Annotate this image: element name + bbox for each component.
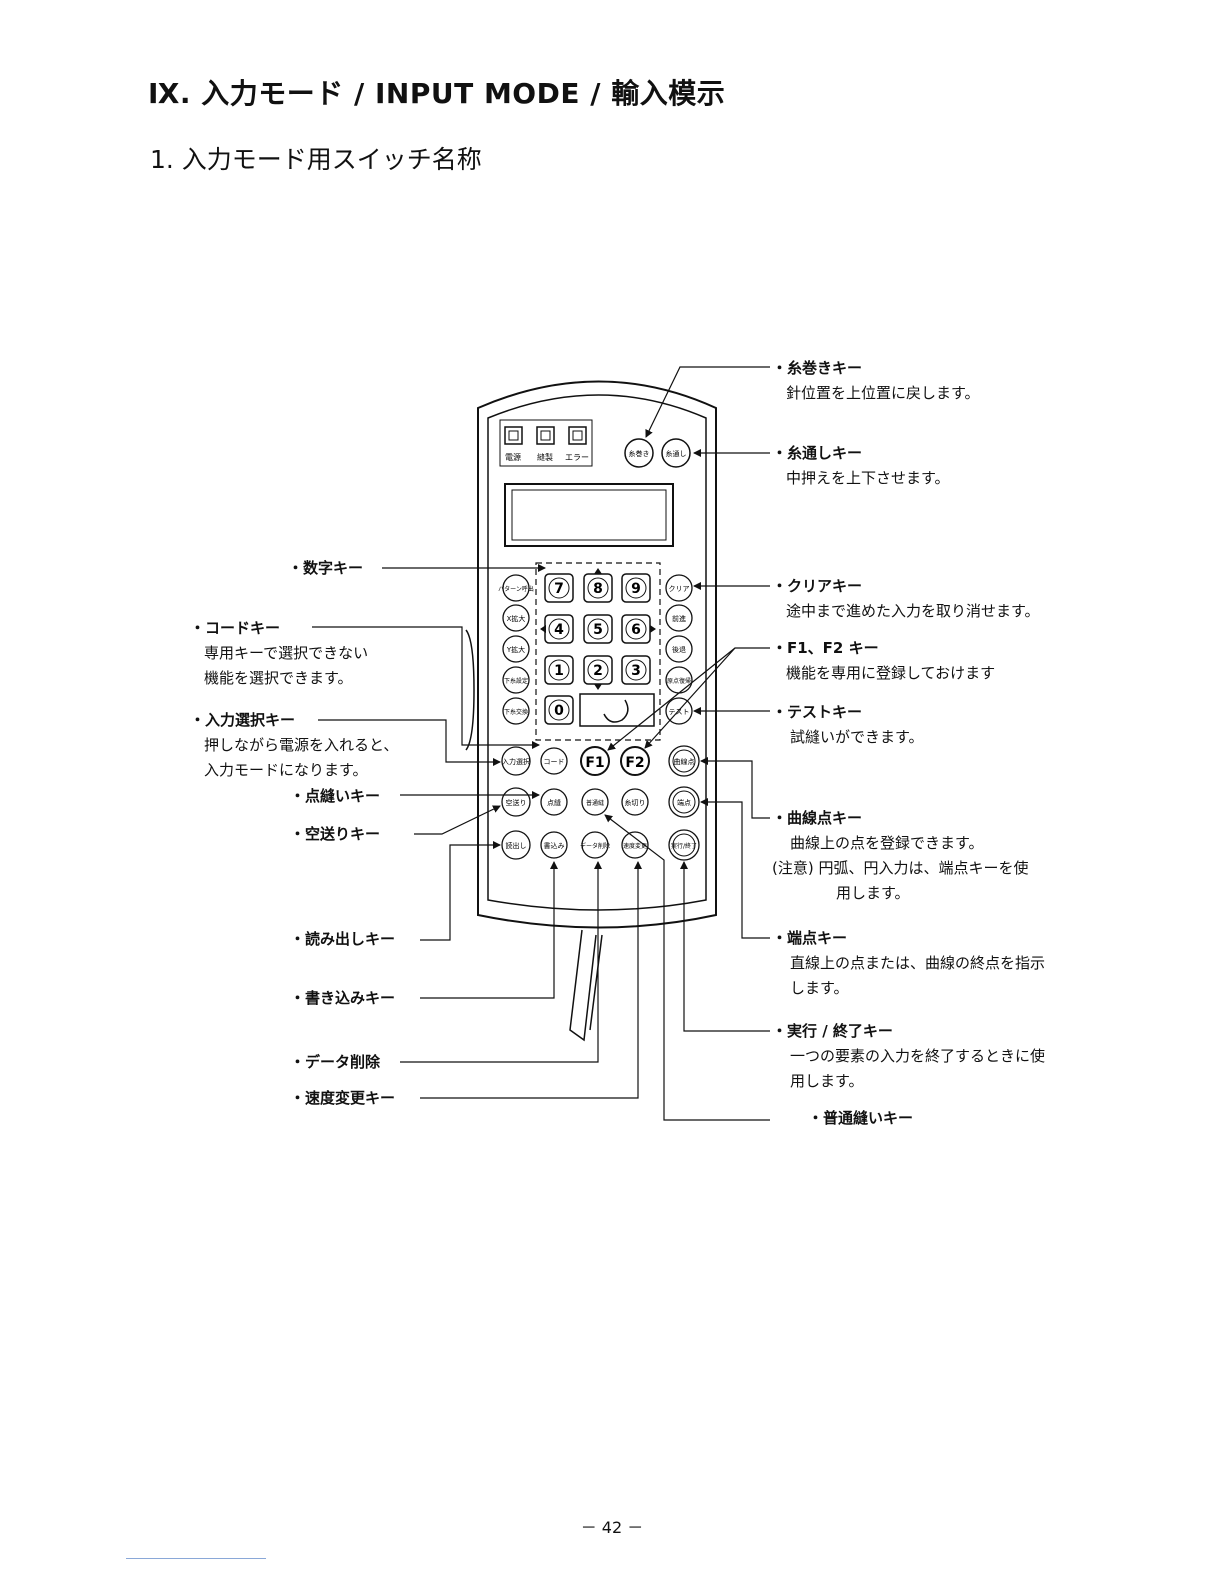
left-keys: パターン呼出 X拡大 Y拡大 下糸設定 下糸交換 xyxy=(498,574,534,725)
svg-text:0: 0 xyxy=(554,703,564,719)
callout-curve-point-key: ・曲線点キー 曲線上の点を登録できます。 (注意) 円弧、円入力は、端点キーを使… xyxy=(772,809,1029,902)
svg-text:曲線点: 曲線点 xyxy=(674,757,695,766)
svg-text:3: 3 xyxy=(631,663,641,679)
page-title: Ⅸ. 入力モード / INPUT MODE / 輸入模示 xyxy=(148,77,726,110)
svg-text:Y拡大: Y拡大 xyxy=(506,645,525,654)
callout-execute-key: ・実行 / 終了キー 一つの要素の入力を終了するときに使 用します。 xyxy=(772,1022,1046,1090)
svg-text:糸巻き: 糸巻き xyxy=(629,449,650,458)
number-keys: 7 8 9 4 5 6 1 2 3 0 xyxy=(544,573,651,725)
svg-text:8: 8 xyxy=(593,581,603,597)
callout-input-select-key: ・入力選択キー 押しながら電源を入れると、 入力モードになります。 xyxy=(190,711,399,779)
indicator-label: エラー xyxy=(565,453,589,462)
threading-key xyxy=(661,438,691,468)
svg-text:書込み: 書込み xyxy=(544,841,565,850)
bobbin-wind-key xyxy=(624,438,654,468)
right-keys: クリア 前進 後退 原点復帰 テスト xyxy=(665,574,693,725)
indicator-sewing xyxy=(536,426,555,445)
callout-threading-key: ・糸通しキー 中押えを上下させます。 xyxy=(772,444,950,487)
svg-text:糸切り: 糸切り xyxy=(625,798,646,807)
svg-text:クリア: クリア xyxy=(669,585,690,593)
indicator-label: 縫製 xyxy=(537,452,553,462)
svg-text:F1: F1 xyxy=(585,755,604,771)
function-row-1: 入力選択 コード F1 F2 曲線点 xyxy=(501,745,700,777)
svg-text:点縫: 点縫 xyxy=(547,798,561,807)
svg-text:5: 5 xyxy=(593,622,603,638)
svg-text:空送り: 空送り xyxy=(506,798,527,807)
indicator-power xyxy=(504,426,523,445)
callout-speed-change-key: ・速度変更キー xyxy=(290,1089,396,1107)
device-cable xyxy=(569,929,597,1042)
svg-text:4: 4 xyxy=(554,622,564,638)
svg-text:普通縫: 普通縫 xyxy=(586,799,604,807)
lcd-display xyxy=(504,483,674,547)
footer-rule xyxy=(126,1558,266,1559)
svg-text:9: 9 xyxy=(631,581,641,597)
svg-text:糸通し: 糸通し xyxy=(666,449,687,458)
callout-write-key: ・書き込みキー xyxy=(290,989,396,1007)
svg-text:コード: コード xyxy=(544,758,565,766)
callout-point-sew-key: ・点縫いキー xyxy=(290,787,381,805)
svg-text:端点: 端点 xyxy=(677,798,691,807)
section-heading: 1. 入力モード用スイッチ名称 xyxy=(150,145,482,174)
svg-text:下糸設定: 下糸設定 xyxy=(504,677,528,685)
callout-bobbin-key: ・糸巻きキー 針位置を上位置に戻します。 xyxy=(772,359,980,402)
svg-text:1: 1 xyxy=(554,663,564,679)
svg-text:7: 7 xyxy=(554,581,564,597)
svg-text:6: 6 xyxy=(631,622,641,638)
function-row-2: 空送り 点縫 普通縫 糸切り 端点 xyxy=(501,786,700,818)
svg-text:2: 2 xyxy=(593,663,603,679)
callout-f-keys: ・F1、F2 キー 機能を専用に登録しておけます xyxy=(772,639,996,682)
callout-clear-key: ・クリアキー 途中まで進めた入力を取り消せます。 xyxy=(772,577,1040,620)
svg-text:実行/終了: 実行/終了 xyxy=(671,842,697,850)
svg-text:下糸交換: 下糸交換 xyxy=(504,708,528,716)
svg-text:テスト: テスト xyxy=(669,708,690,716)
leader-lines xyxy=(312,366,770,1121)
callout-end-point-key: ・端点キー 直線上の点または、曲線の終点を指示 します。 xyxy=(772,929,1046,997)
svg-text:速度変更: 速度変更 xyxy=(623,842,647,850)
callout-normal-sew-key: ・普通縫いキー xyxy=(808,1109,914,1127)
svg-text:原点復帰: 原点復帰 xyxy=(667,677,691,685)
svg-text:X拡大: X拡大 xyxy=(507,614,526,623)
numeric-key-area xyxy=(535,562,661,741)
indicator-error xyxy=(568,426,587,445)
svg-text:後退: 後退 xyxy=(672,645,686,654)
callout-feed-key: ・空送りキー xyxy=(290,825,381,843)
svg-text:パターン呼出: パターン呼出 xyxy=(498,585,534,593)
callout-read-key: ・読み出しキー xyxy=(290,930,396,948)
callout-data-delete-key: ・データ削除 xyxy=(290,1053,381,1071)
indicator-label: 電源 xyxy=(505,453,521,462)
svg-text:入力選択: 入力選択 xyxy=(502,757,530,766)
svg-text:読出し: 読出し xyxy=(506,841,527,850)
svg-text:F2: F2 xyxy=(625,755,644,771)
device-body xyxy=(477,380,717,929)
callout-code-key: ・コードキー 専用キーで選択できない 機能を選択できます。 xyxy=(190,619,369,687)
page-number: － 42 － xyxy=(580,1518,644,1537)
callout-numeric-keys: ・数字キー xyxy=(288,559,364,577)
svg-text:前進: 前進 xyxy=(672,614,686,623)
function-row-3: 読出し 書込み データ削除 速度変更 実行/終了 xyxy=(501,829,700,861)
svg-text:データ削除: データ削除 xyxy=(580,842,610,850)
callout-test-key: ・テストキー 試縫いができます。 xyxy=(772,703,924,746)
